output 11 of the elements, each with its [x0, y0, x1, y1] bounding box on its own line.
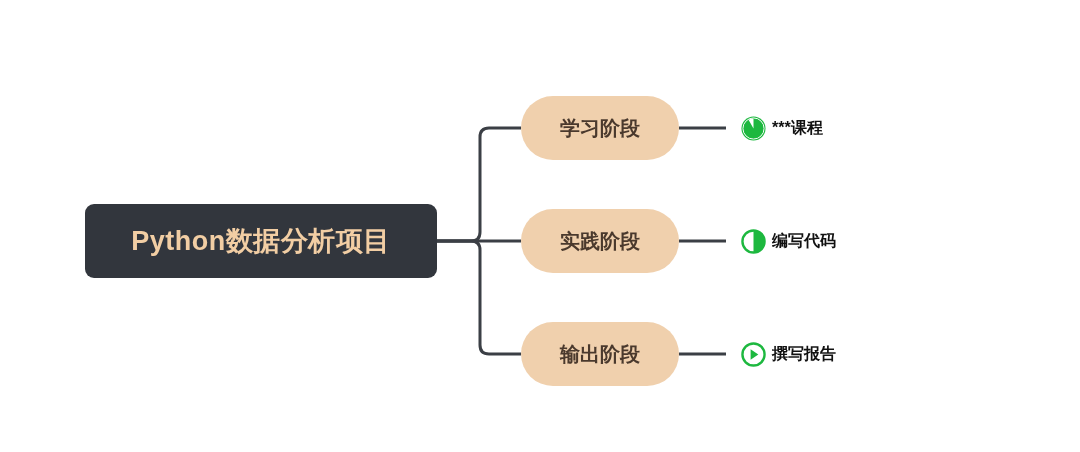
topic-label: 撰写报告: [772, 343, 836, 364]
central-topic-box: Python数据分析项目: [85, 204, 437, 278]
topic-label: ***课程: [772, 117, 823, 138]
stage-pill: 输出阶段: [521, 322, 679, 386]
connector-line: [437, 239, 521, 356]
topic-label: 编写代码: [772, 230, 836, 251]
stage-pill: 学习阶段: [521, 96, 679, 160]
stage-pill: 实践阶段: [521, 209, 679, 273]
connector-line: [679, 239, 726, 243]
connector-line: [679, 126, 726, 130]
connector-line: [679, 352, 726, 356]
